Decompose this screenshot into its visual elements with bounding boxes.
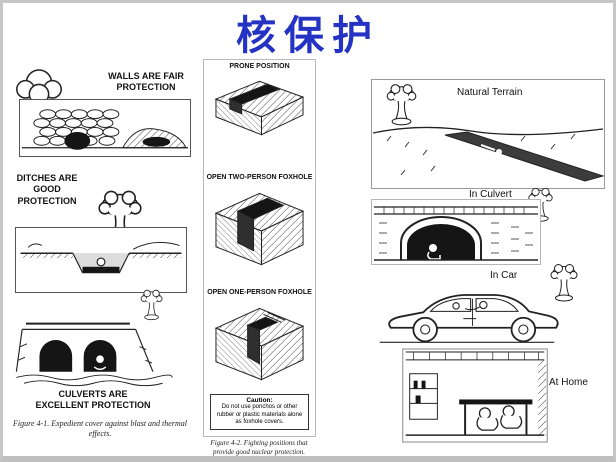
car-illustration [379,294,559,343]
one-person-foxhole-label: OPEN ONE-PERSON FOXHOLE [207,289,312,296]
ditch-scene-illustration [20,241,182,274]
wall-illustration-frame [19,99,191,157]
one-person-foxhole-illustration [214,307,305,381]
caution-box: Caution: Do not use ponchos or other rub… [210,394,309,430]
two-person-foxhole-label: OPEN TWO-PERSON FOXHOLE [206,174,313,181]
culvert-scene-illustration [15,289,173,387]
slide-title: 核保护 [236,13,380,58]
in-car-label: In Car [490,270,518,281]
figure-4-1-caption: Figure 4-1. Expedient cover against blas… [13,419,187,439]
natural-terrain-illustration [371,79,605,189]
prone-position-illustration [214,80,305,136]
shelter-examples-panel: Natural Terrain In Culvert In Car [369,77,609,443]
ditches-protection-label: DITCHES ARE GOOD PROTECTION [16,173,78,206]
culverts-protection-label: CULVERTS ARE EXCELLENT PROTECTION [35,389,151,411]
figure-4-2-caption: Figure 4-2. Fighting positions that prov… [210,439,308,457]
wall-scene-illustration [21,109,189,150]
figure-4-1-panel: WALLS ARE FAIR PROTECTION [9,63,193,443]
two-person-foxhole-illustration [214,192,305,266]
ditch-illustration-frame [15,227,187,293]
walls-protection-label: WALLS ARE FAIR PROTECTION [108,71,184,93]
caution-title: Caution: [246,397,273,404]
caution-text: Do not use ponchos or other rubber or pl… [216,404,303,425]
natural-terrain-label: Natural Terrain [457,87,523,98]
culvert-bridge-illustration [371,199,541,265]
at-home-basement-illustration [402,348,548,443]
prone-position-label: PRONE POSITION [229,63,290,70]
figure-4-2-panel: PRONE POSITION OPEN TWO-PERSON FOXHOLE O… [203,59,316,437]
at-home-label: At Home [549,377,588,388]
in-culvert-label: In Culvert [469,189,512,200]
